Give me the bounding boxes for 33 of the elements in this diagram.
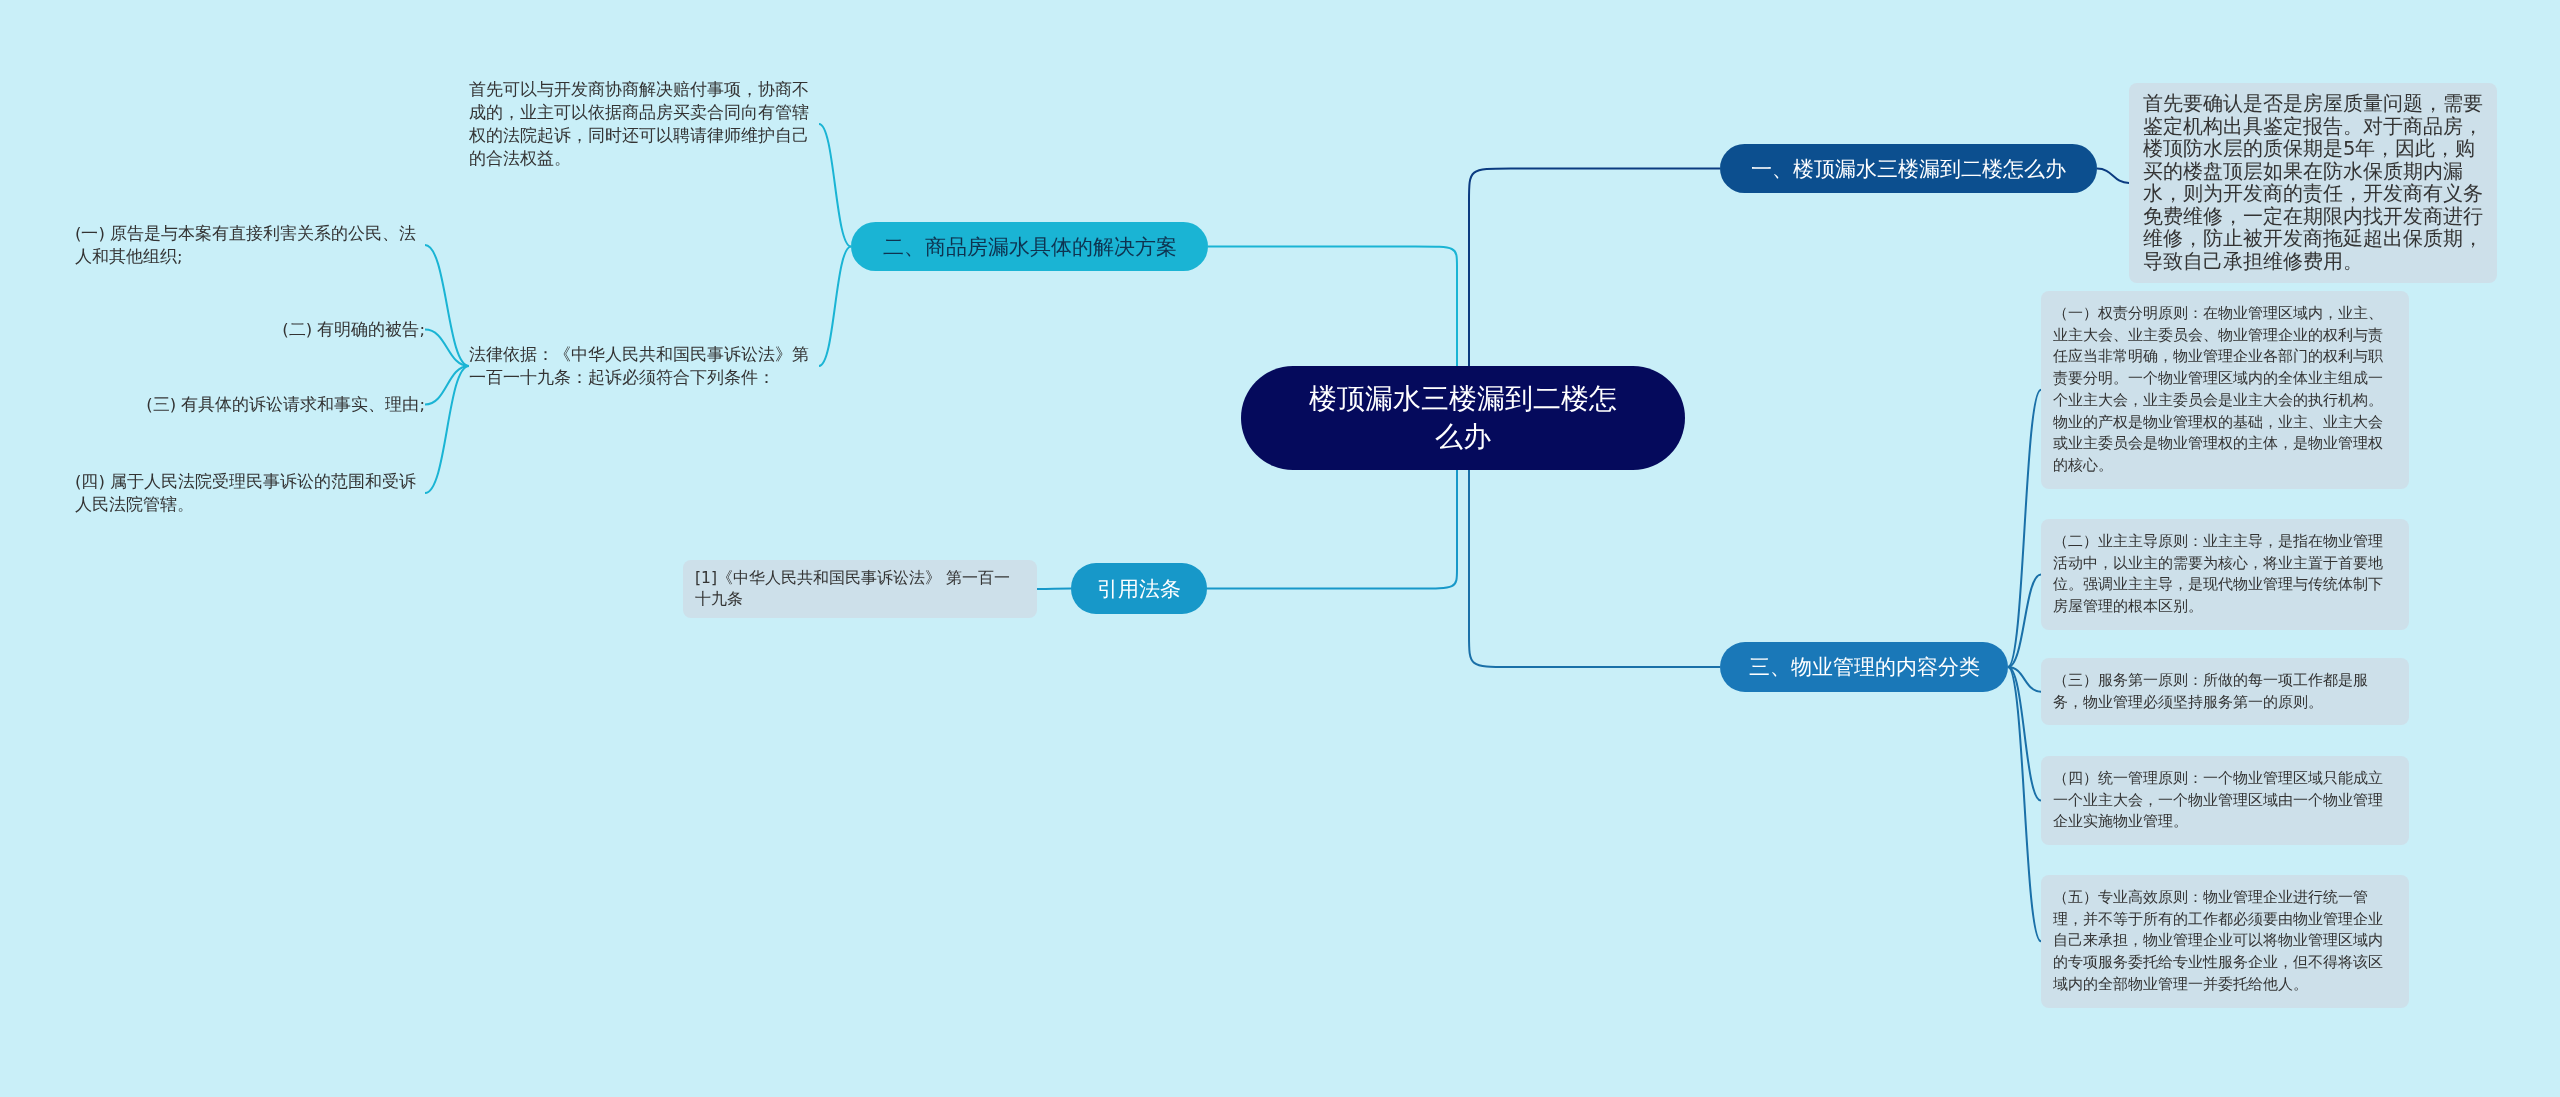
connector-line bbox=[2007, 573, 2042, 668]
text-card: 首先要确认是否是房屋质量问题，需要鉴定机构出具鉴定报告。对于商品房，楼顶防水层的质保期是5年，因此，购买的楼盘顶层如果在防水保质期内漏水，则为开发商的责任，开发商有义务免费维修，一定在期限内找开发商进行维修，防止被开发商拖延超出保质期，导致自己承担维修费用。 bbox=[2129, 83, 2497, 283]
connector-line bbox=[1036, 587, 1072, 590]
note-text: (四) 属于人民法院受理民事诉讼的范围和受诉人民法院管辖。 bbox=[75, 470, 425, 516]
text-card: [1]《中华人民共和国民事诉讼法》 第一百一十九条 bbox=[683, 560, 1037, 618]
connector-line bbox=[1468, 167, 1721, 367]
connector-line bbox=[2007, 666, 2042, 802]
topic-node: 一、楼顶漏水三楼漏到二楼怎么办 bbox=[1720, 144, 2097, 193]
note-text: 首先可以与开发商协商解决赔付事项，协商不成的，业主可以依据商品房买卖合同向有管辖权的法院起诉，同时还可以聘请律师维护自己的合法权益。 bbox=[469, 78, 819, 170]
connector-line bbox=[2007, 388, 2042, 668]
connector-line bbox=[424, 365, 470, 494]
connector-line bbox=[818, 123, 852, 248]
connector-line bbox=[424, 365, 470, 406]
note-text: (一) 原告是与本案有直接利害关系的公民、法人和其他组织; bbox=[75, 222, 425, 268]
text-card: （五）专业高效原则：物业管理企业进行统一管理，并不等于所有的工作都必须要由物业管理企业自己来承担，物业管理企业可以将物业管理区域内的专项服务委托给专业性服务企业，但不得将该区域内的全部物业管理一并委托给他人。 bbox=[2041, 875, 2409, 1008]
connector-line bbox=[2096, 167, 2130, 184]
topic-node: 二、商品房漏水具体的解决方案 bbox=[851, 222, 1208, 271]
text-card: （四）统一管理原则：一个物业管理区域只能成立一个业主大会，一个物业管理区域由一个物业管理企业实施物业管理。 bbox=[2041, 756, 2409, 846]
note-text: 法律依据：《中华人民共和国民事诉讼法》第一百一十九条：起诉必须符合下列条件： bbox=[469, 343, 819, 389]
text-card: （一）权责分明原则：在物业管理区域内，业主、业主大会、业主委员会、物业管理企业的权利与责任应当非常明确，物业管理企业各部门的权利与职责要分明。一个物业管理区域内的全体业主组成一个业主大会，业主委员会是业主大会的执行机构。物业的产权是物业管理权的基础，业主、业主大会或业主委员会是物业管理权的主体，是物业管理权的核心。 bbox=[2041, 291, 2409, 489]
note-text: (三) 有具体的诉讼请求和事实、理由; bbox=[146, 393, 425, 416]
connector-line bbox=[2007, 666, 2042, 943]
connector-line bbox=[424, 244, 470, 367]
central-topic: 楼顶漏水三楼漏到二楼怎么办 bbox=[1241, 366, 1685, 470]
topic-node: 三、物业管理的内容分类 bbox=[1720, 642, 2008, 692]
connector-line bbox=[1207, 245, 1458, 367]
text-card: （三）服务第一原则：所做的每一项工作都是服务，物业管理必须坚持服务第一的原则。 bbox=[2041, 658, 2409, 726]
connector-line bbox=[1468, 469, 1721, 668]
connector-line bbox=[818, 245, 852, 367]
note-text: (二) 有明确的被告; bbox=[282, 318, 425, 341]
topic-node: 引用法条 bbox=[1071, 563, 1207, 614]
text-card: （二）业主主导原则：业主主导，是指在物业管理活动中，以业主的需要为核心，将业主置于首要地位。强调业主主导，是现代物业管理与传统体制下房屋管理的根本区别。 bbox=[2041, 519, 2409, 630]
connector-line bbox=[1206, 469, 1458, 590]
